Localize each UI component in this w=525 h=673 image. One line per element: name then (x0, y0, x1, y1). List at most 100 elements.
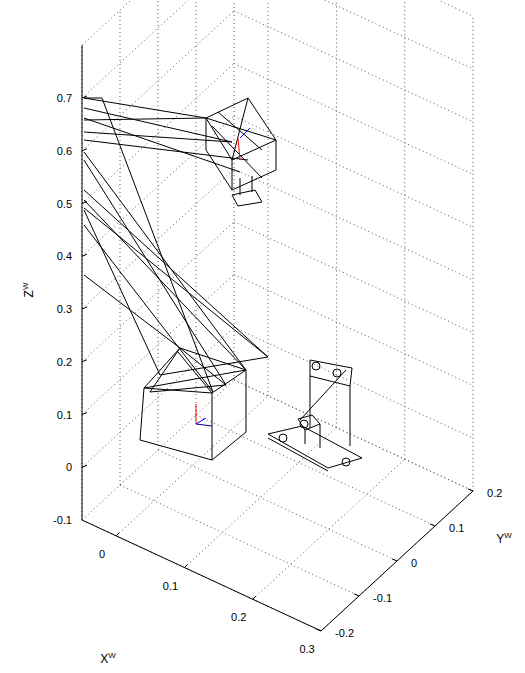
fixture-plate (310, 376, 350, 386)
robot-link (84, 132, 232, 142)
robot-link (84, 118, 240, 172)
tick-mark (82, 149, 87, 151)
robot-link (102, 98, 213, 392)
robot-joint (206, 118, 207, 150)
tick-label: 0.2 (487, 487, 502, 499)
grid-line (473, 16, 474, 491)
tick-mark (82, 360, 87, 362)
fixture-block (298, 415, 312, 419)
fixture-plate (268, 434, 328, 468)
grid-line (234, 275, 473, 386)
fixture-hole (300, 420, 308, 428)
robot-gripper (240, 178, 241, 195)
tick-label: 0.5 (57, 198, 72, 210)
fixture-block (300, 370, 346, 420)
robot-link (84, 225, 213, 392)
frame-axis (196, 404, 197, 424)
axis-superscript: W (108, 651, 116, 660)
fixture-plate (268, 438, 328, 471)
robot-link (84, 208, 268, 357)
fixture-hole (312, 362, 320, 370)
robot-joint (218, 112, 262, 150)
tick-mark (468, 489, 473, 491)
frame-axis (196, 424, 212, 426)
grid-line (196, 415, 435, 526)
frame-axis (238, 138, 240, 160)
axis-label: XW (100, 652, 116, 668)
fixture-plate (328, 458, 362, 468)
robot-link (84, 98, 206, 118)
robot-gripper (252, 176, 253, 192)
tick-label: 0 (411, 557, 417, 569)
fixture-plate (310, 360, 352, 368)
robot-joint (206, 118, 232, 160)
tick-label: -0.2 (335, 627, 354, 639)
axis-superscript: W (21, 283, 30, 291)
axis-label: ZW (22, 283, 38, 298)
axis-letter: Z (22, 290, 36, 297)
fixture-plate (310, 360, 311, 376)
frame-axis (240, 128, 250, 138)
grid-line (82, 64, 234, 204)
grid-line (158, 0, 159, 450)
fixture-plate (310, 376, 311, 428)
tick-mark (321, 628, 324, 631)
grid-line (82, 327, 234, 467)
tick-label: -0.1 (373, 592, 392, 604)
axis-letter: Y (496, 532, 504, 546)
tick-mark (392, 559, 397, 561)
tick-mark (184, 565, 187, 568)
tick-mark (82, 307, 87, 309)
robot-joint (232, 170, 276, 190)
grid-line (234, 0, 235, 380)
tick-label: 0 (99, 548, 105, 560)
fixture-hole (333, 369, 341, 377)
robot-base (212, 393, 213, 460)
robot-gripper (232, 195, 238, 206)
grid-line (336, 0, 337, 428)
fixture-plate (302, 426, 362, 458)
tick-label: 0.1 (163, 580, 178, 592)
grid-line (234, 327, 473, 438)
robot-base (212, 432, 246, 460)
fixture-plate (350, 368, 352, 386)
grid-line (82, 169, 234, 309)
axis-letter: X (100, 652, 108, 666)
grid-line (82, 0, 234, 45)
grid-line (234, 380, 473, 491)
robot-link (84, 118, 206, 120)
axis-line (321, 491, 473, 631)
tick-label: -0.1 (53, 514, 72, 526)
robot-base (144, 348, 180, 388)
tick-mark (82, 465, 87, 467)
robot-joint (232, 160, 233, 190)
tick-label: 0.1 (57, 409, 72, 421)
tick-mark (354, 594, 359, 596)
tick-label: 0.6 (57, 145, 72, 157)
robot-gripper (255, 190, 262, 202)
tick-mark (316, 629, 321, 631)
axis-line (82, 520, 321, 631)
robot-base (144, 388, 212, 393)
fixture-hole (279, 434, 287, 442)
robot-link (84, 140, 248, 160)
fixture-block (312, 415, 320, 424)
grid-line (234, 169, 473, 280)
robot-base (150, 348, 180, 392)
axis-superscript: W (504, 531, 512, 540)
tick-label: 0.7 (57, 92, 72, 104)
tick-mark (430, 524, 435, 526)
fixture-plate (268, 426, 302, 434)
grid-line (234, 0, 473, 16)
grid-line (82, 380, 234, 520)
grid-line (82, 222, 234, 362)
grid-line (234, 116, 473, 227)
grid-line (116, 396, 268, 536)
grid-line (234, 222, 473, 333)
grid-line (82, 520, 321, 631)
tick-label: 0.3 (299, 643, 314, 655)
axis-line (82, 45, 83, 520)
frame-axis (196, 418, 206, 424)
